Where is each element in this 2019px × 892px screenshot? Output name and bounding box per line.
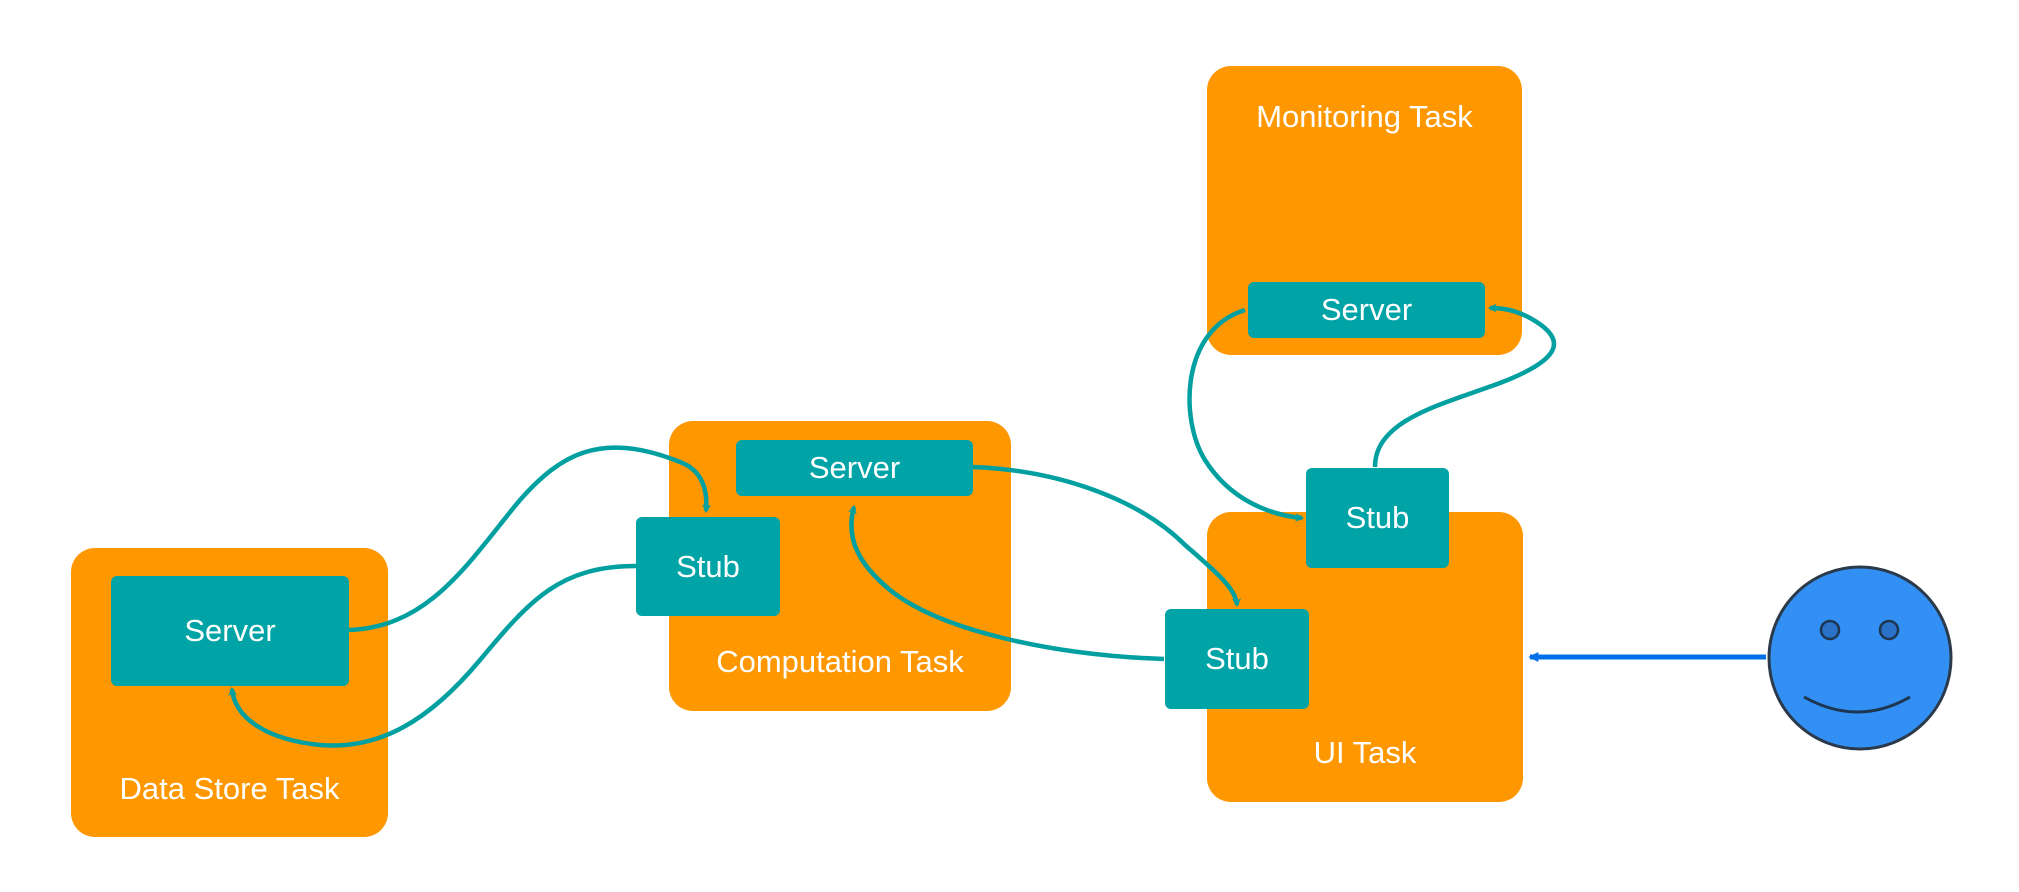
- connector-ui-stub-to-computation-server: [847, 504, 1165, 662]
- user-left-eye: [1819, 619, 1841, 641]
- connector-computation-stub-to-datastore-server: [228, 563, 637, 748]
- connector-computation-server-to-ui-stub: [971, 464, 1242, 608]
- smiley-face-icon[interactable]: [1767, 565, 1953, 751]
- computation-stub[interactable]: Stub: [636, 517, 780, 616]
- ui-task-label: UI Task: [1313, 735, 1417, 770]
- data-store-server[interactable]: Server: [111, 576, 349, 686]
- computation-task-label: Computation Task: [716, 644, 964, 679]
- user-smile: [1803, 695, 1911, 714]
- monitoring-server[interactable]: Server: [1248, 282, 1485, 338]
- computation-server[interactable]: Server: [736, 440, 973, 496]
- connector-monitoring-server-to-ui-stub: [1187, 307, 1305, 522]
- user-face: [1767, 565, 1953, 751]
- connector-datastore-server-to-computation-stub: [347, 445, 712, 633]
- user-right-eye: [1878, 619, 1900, 641]
- monitoring-task-label: Monitoring Task: [1256, 99, 1473, 134]
- connector-ui-stub-to-monitoring-server: [1372, 303, 1557, 468]
- ui-task: UI Task: [1207, 512, 1523, 802]
- ui-stub-top[interactable]: Stub: [1306, 468, 1449, 568]
- data-store-task-label: Data Store Task: [119, 771, 340, 806]
- ui-stub-left[interactable]: Stub: [1165, 609, 1309, 709]
